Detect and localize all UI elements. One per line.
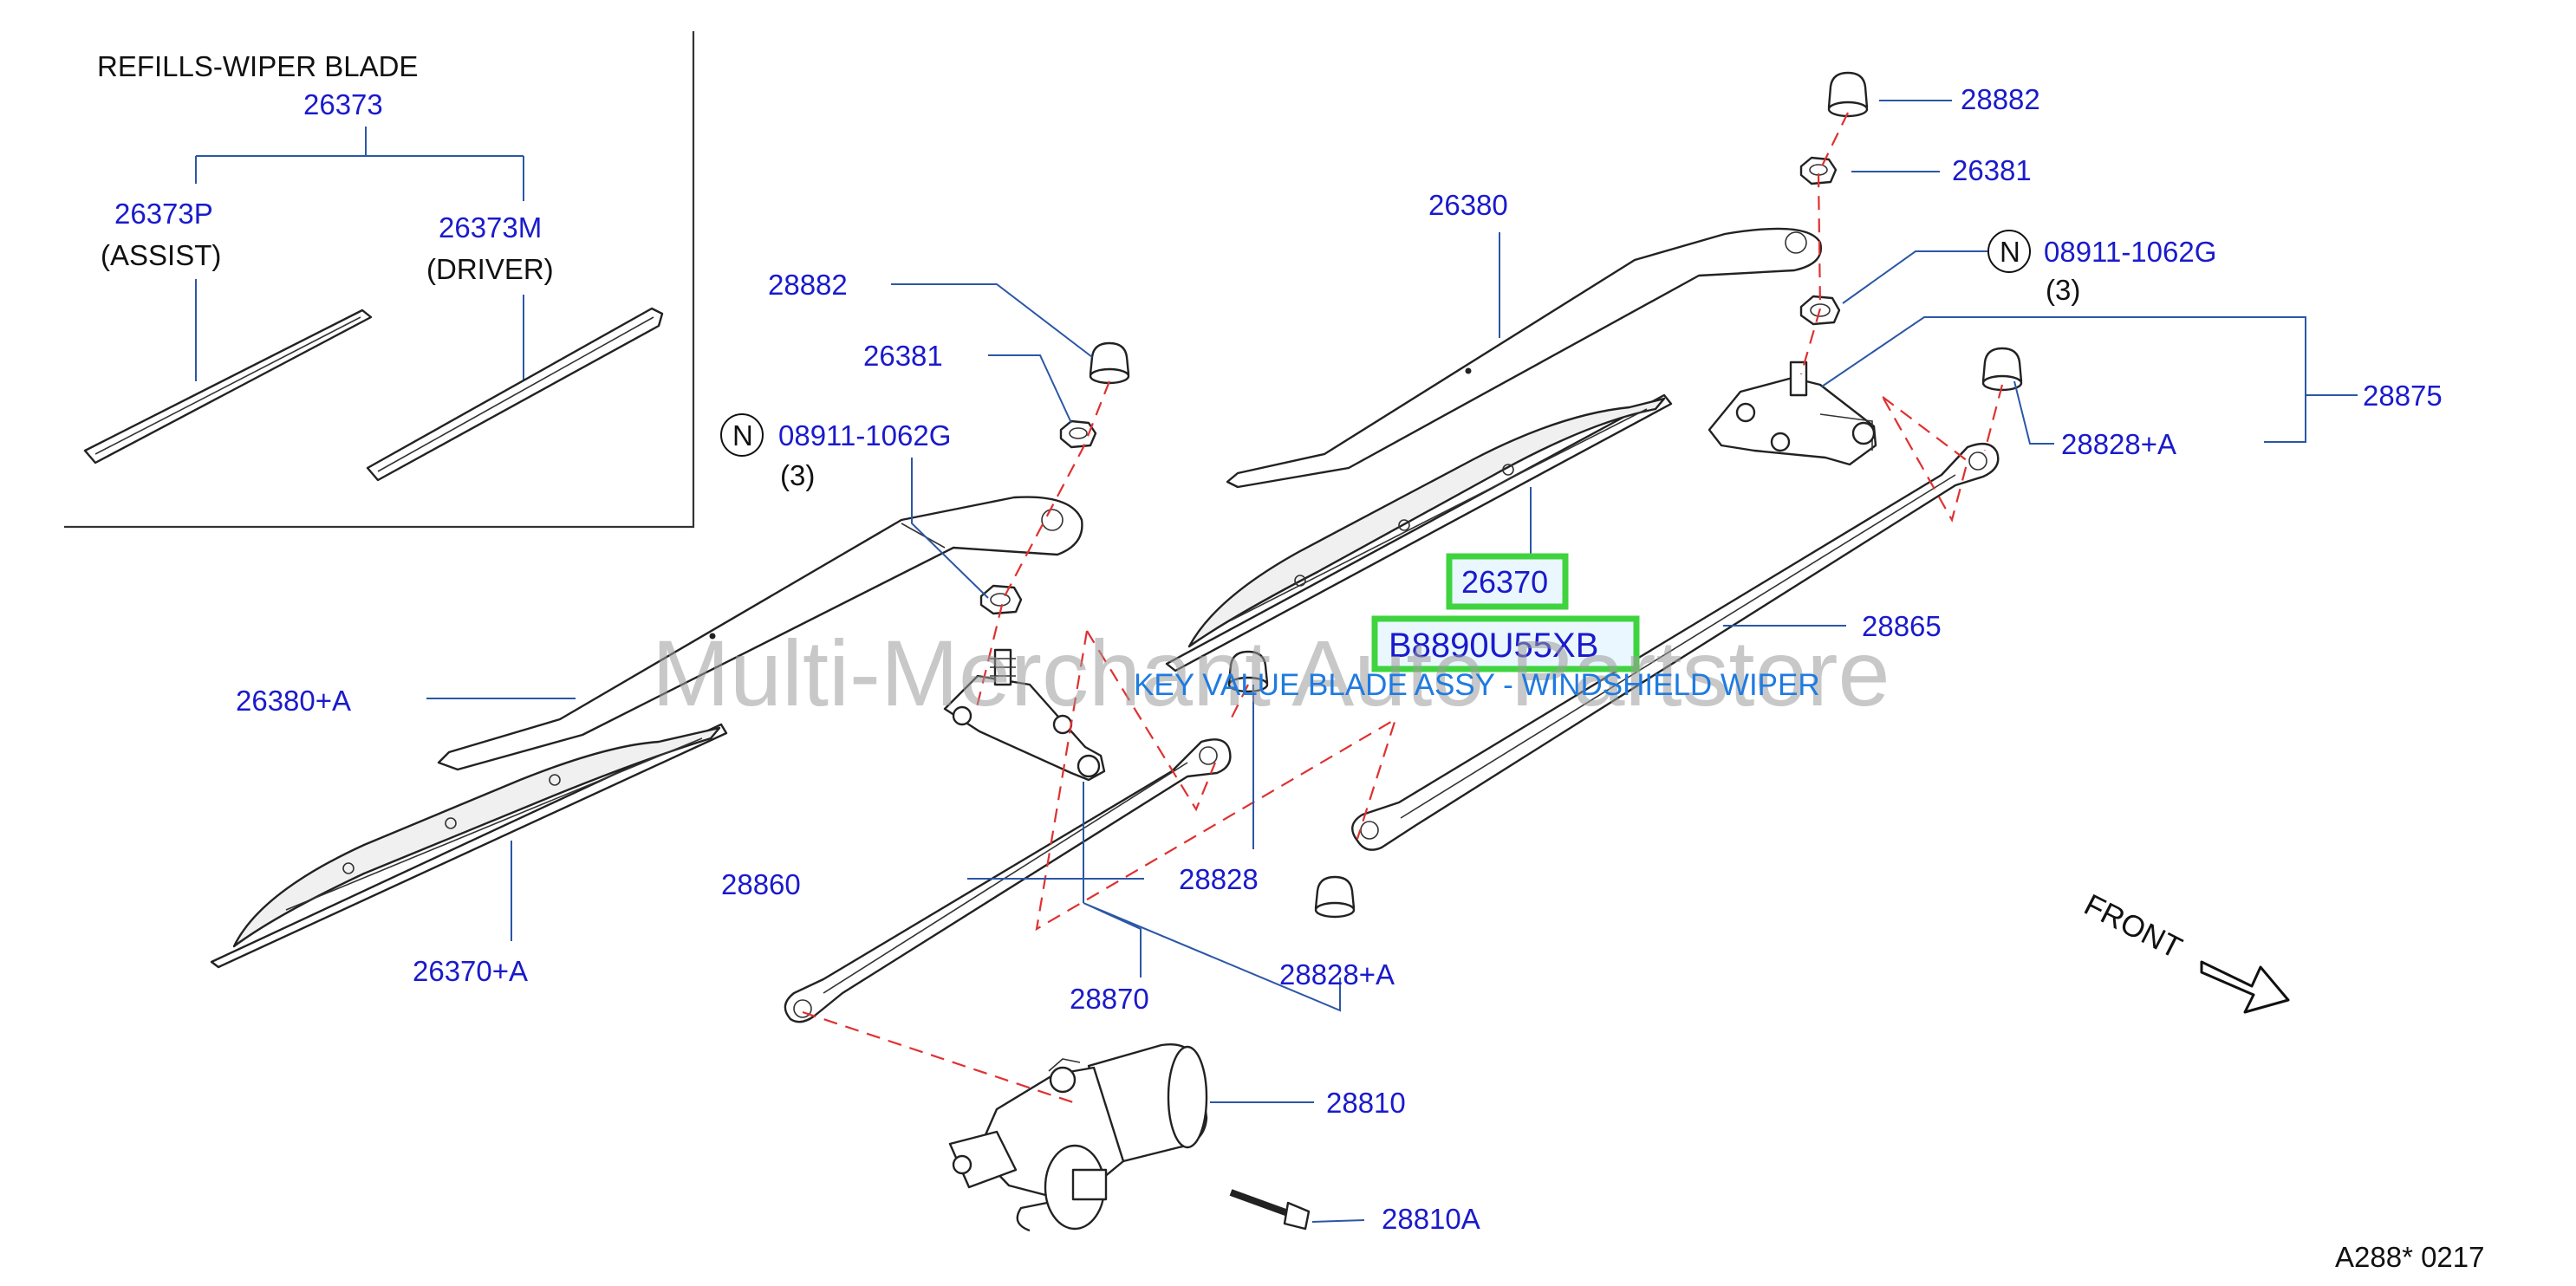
callout-26381-right[interactable]: 26381 [1952,154,2032,186]
callout-26373P[interactable]: 26373P [114,198,213,230]
wiper-arm-left[interactable] [437,496,1083,771]
refill-inset: REFILLS-WIPER BLADE 26373 26373P (ASSIST… [64,31,695,529]
callout-08911-left-qty: (3) [780,459,815,491]
callout-28882-left[interactable]: 28882 [768,269,848,301]
assist-label: (ASSIST) [101,239,221,271]
callout-26381-left[interactable]: 26381 [863,340,943,372]
wiper-motor[interactable] [948,1043,1208,1232]
bushing-28828A-right[interactable] [1981,347,2023,392]
callout-26373[interactable]: 26373 [303,88,383,120]
pivot-right[interactable] [1708,360,1877,466]
n-symbol-right [1987,230,2031,273]
part-description: KEY VALUE BLADE ASSY - WINDSHIELD WIPER [1134,668,1820,702]
callout-28810A[interactable]: 28810A [1382,1203,1480,1235]
diagram-code: A288* 0217 [2335,1241,2485,1273]
callout-28860[interactable]: 28860 [721,868,801,900]
wiper-arm-right[interactable] [1226,227,1823,489]
callout-28875[interactable]: 28875 [2363,380,2443,412]
watermark: Multi-Merchant Auto Partstore [652,620,1890,725]
n-symbol-left [720,413,764,457]
callout-08911-left[interactable]: 08911-1062G [778,419,951,451]
callout-28810[interactable]: 28810 [1326,1087,1406,1119]
callout-28882-right[interactable]: 28882 [1961,83,2040,115]
n-symbol-left-letter: N [732,419,753,451]
phantom-lines [802,112,2004,1104]
refill-strip-driver[interactable] [366,307,664,482]
callout-08911-right[interactable]: 08911-1062G [2044,236,2216,268]
n-symbol-right-letter: N [2000,236,2020,268]
callout-26373M[interactable]: 26373M [439,211,542,244]
callout-28828A-bottom[interactable]: 28828+A [1279,958,1395,990]
part-number-text[interactable]: B8890U55XB [1389,627,1598,665]
front-arrow-icon [2200,960,2290,1014]
bushing-28828A-bottom[interactable] [1314,875,1356,919]
nut-26381-right[interactable] [1799,156,1838,185]
callout-26380[interactable]: 26380 [1428,189,1508,221]
cap-28882-right[interactable] [1827,71,1869,118]
highlight-part-number[interactable]: B8890U55XB [1371,615,1640,672]
wiper-blade-left[interactable] [210,723,728,969]
callout-28870[interactable]: 28870 [1070,983,1149,1015]
front-label: FRONT [2078,887,2187,964]
nut-26381-left[interactable] [1059,419,1097,449]
callout-26370A[interactable]: 26370+A [413,955,528,987]
front-indicator: FRONT [2078,887,2290,1014]
callout-08911-right-qty: (3) [2046,274,2080,306]
callout-labels: 28882 26381 N 08911-1062G (3) 26380+A 26… [236,83,2443,1235]
refill-strip-assist[interactable] [83,309,373,464]
callout-26380A[interactable]: 26380+A [236,685,351,717]
inset-title: REFILLS-WIPER BLADE [97,50,418,82]
highlight-26370[interactable]: 26370 [1446,553,1569,610]
callout-28828A-right[interactable]: 28828+A [2061,428,2176,460]
nut-08911-left[interactable] [979,584,1023,615]
cap-28882-left[interactable] [1089,341,1130,385]
wiper-blade-right[interactable] [1165,393,1673,672]
link-rod-28860[interactable] [784,738,1232,1023]
pivot-left[interactable] [943,648,1106,782]
highlight-26370-text[interactable]: 26370 [1461,564,1548,600]
driver-label: (DRIVER) [426,253,554,285]
callout-28828[interactable]: 28828 [1179,863,1259,895]
leader-lines [426,100,2358,1223]
callout-28865[interactable]: 28865 [1862,610,1942,642]
bolt-28810A[interactable] [1229,1189,1311,1231]
